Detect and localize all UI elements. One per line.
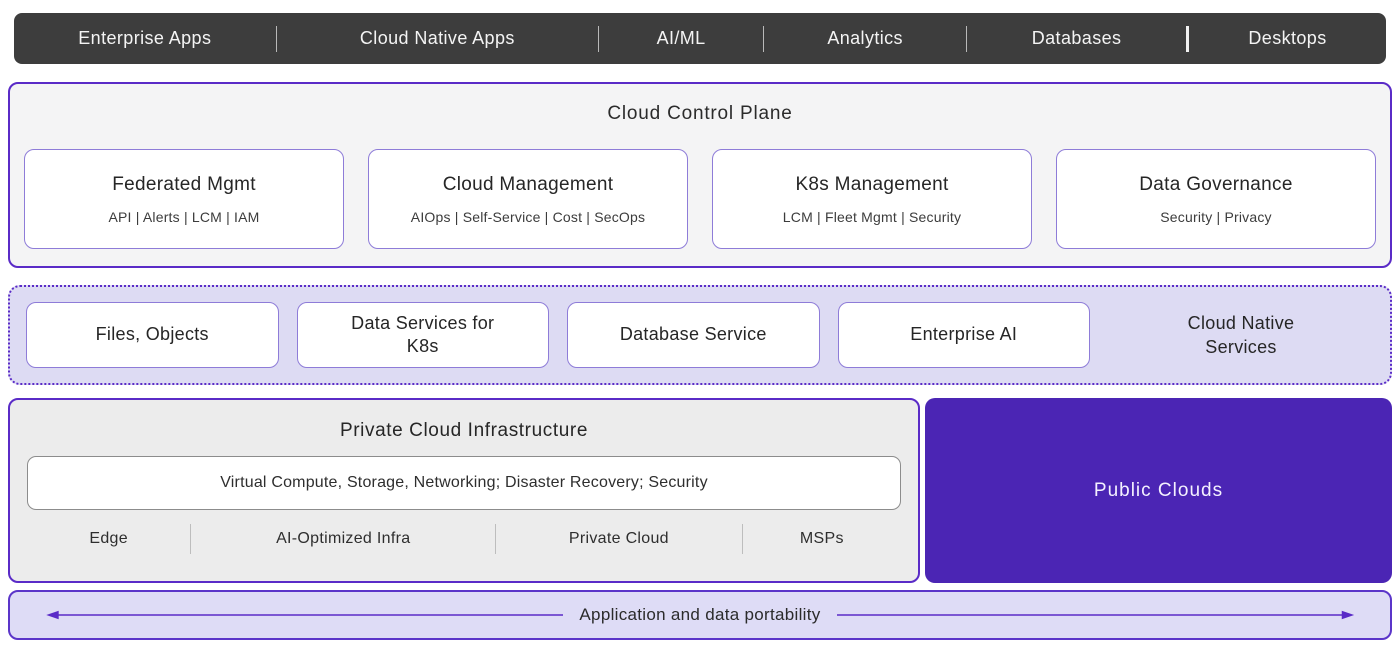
cloud-control-plane-section: Cloud Control Plane Federated Mgmt API |… [8,82,1392,268]
tab-desktops: Desktops [1248,28,1327,48]
deployment-separator [495,524,497,554]
service-label: Files, Objects [95,324,209,345]
deployment-options: Edge AI-Optimized Infra Private Cloud MS… [27,510,901,568]
service-label: Database Service [619,324,767,345]
control-plane-cards: Federated Mgmt API | Alerts | LCM | IAM … [10,149,1390,249]
cloud-control-plane-title: Cloud Control Plane [607,103,793,124]
deployment-private-cloud: Private Cloud [568,530,669,547]
card-subtitle: Security | Privacy [1160,208,1272,225]
service-data-services-k8s: Data Services for K8s [296,302,549,368]
tab-enterprise-apps: Enterprise Apps [78,28,212,48]
tab-databases: Databases [1031,28,1122,48]
card-title: Federated Mgmt [112,173,256,195]
infrastructure-capabilities-box: Virtual Compute, Storage, Networking; Di… [27,456,901,510]
public-clouds-label: Public Clouds [1093,479,1224,501]
card-title: Data Governance [1139,173,1293,195]
deployment-ai-optimized-infra: AI-Optimized Infra [276,530,411,547]
tab-separator-bold [1186,25,1190,52]
portability-bar: Application and data portability [8,590,1392,640]
card-subtitle: AIOps | Self-Service | Cost | SecOps [410,208,646,225]
card-subtitle: LCM | Fleet Mgmt | Security [782,208,962,225]
service-label: Enterprise AI [910,324,1018,345]
tab-separator [275,25,277,52]
card-title: K8s Management [795,173,949,195]
portability-label: Application and data portability [579,605,821,624]
infrastructure-row: Private Cloud Infrastructure Virtual Com… [8,398,1392,583]
deployment-separator [741,524,743,554]
service-enterprise-ai: Enterprise AI [837,302,1090,368]
service-files-objects: Files, Objects [26,302,279,368]
tab-separator [763,25,765,52]
card-title: Cloud Management [442,173,614,195]
private-cloud-infrastructure-title: Private Cloud Infrastructure [339,420,589,441]
deployment-edge: Edge [89,530,128,547]
tab-analytics: Analytics [827,28,903,48]
right-arrow-icon [836,610,1354,620]
service-label: Data Services for K8s [351,312,495,356]
left-arrow-icon [46,610,564,620]
card-subtitle: API | Alerts | LCM | IAM [108,208,260,225]
card-data-governance: Data Governance Security | Privacy [1056,149,1376,249]
tab-separator [598,25,600,52]
tab-cloud-native-apps: Cloud Native Apps [359,28,515,48]
tab-ai-ml: AI/ML [656,28,706,48]
deployment-separator [190,524,192,554]
card-cloud-management: Cloud Management AIOps | Self-Service | … [368,149,688,249]
public-clouds-box: Public Clouds [925,398,1392,583]
deployment-msps: MSPs [799,530,844,547]
card-k8s-management: K8s Management LCM | Fleet Mgmt | Securi… [712,149,1032,249]
app-categories-bar: Enterprise Apps Cloud Native Apps AI/ML … [14,13,1386,64]
cloud-native-services-section: Files, Objects Data Services for K8s Dat… [8,285,1392,385]
cloud-native-services-label: Cloud Native Services [1187,312,1295,357]
card-federated-mgmt: Federated Mgmt API | Alerts | LCM | IAM [24,149,344,249]
service-database-service: Database Service [567,302,820,368]
private-cloud-infrastructure-section: Private Cloud Infrastructure Virtual Com… [8,398,920,583]
tab-separator [966,25,968,52]
